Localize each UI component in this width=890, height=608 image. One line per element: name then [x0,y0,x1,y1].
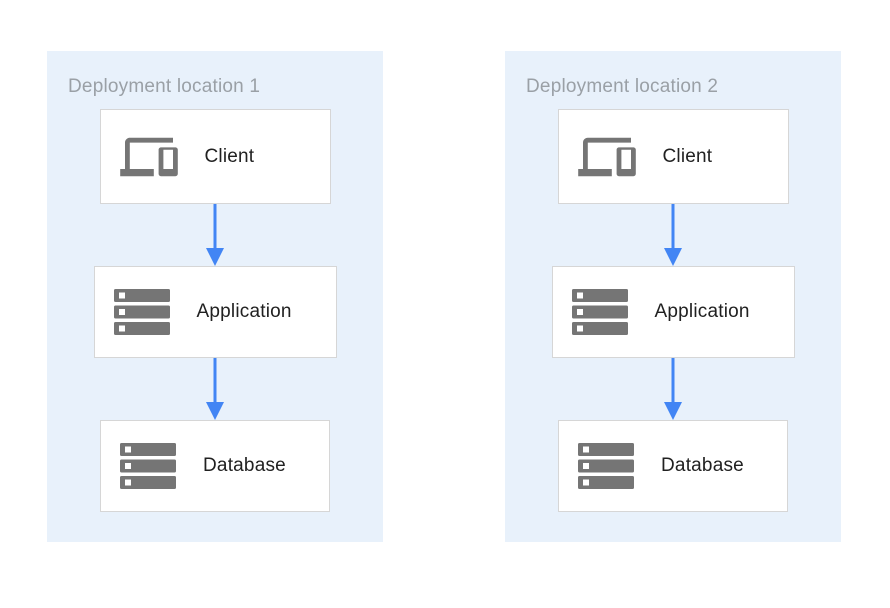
server-stack-icon [578,443,634,489]
arrow-down-icon [204,204,226,266]
devices-icon [119,133,178,181]
devices-icon [577,133,636,181]
node-label: Database [203,455,286,476]
server-stack-icon [113,289,170,335]
node-label: Application [654,301,750,322]
node-label: Client [662,145,713,167]
arrow-down-icon [662,204,684,266]
node-client: Client [557,109,789,204]
node-label: Database [661,455,744,476]
node-database: Database [558,420,788,512]
arrow-down-icon [204,358,226,420]
node-client: Client [99,109,331,204]
panel-title: Deployment location 1 [68,76,261,97]
server-stack-icon [120,443,176,489]
node-stack: Client [47,109,383,512]
panel-title: Deployment location 2 [526,76,719,97]
deployment-panel-2: Deployment location 2 Client [505,51,841,542]
server-stack-icon [571,289,628,335]
node-label: Client [204,145,255,167]
node-label: Application [196,301,292,322]
node-application: Application [551,266,795,358]
node-database: Database [100,420,330,512]
node-stack: Client [505,109,841,512]
arrow-down-icon [662,358,684,420]
node-application: Application [93,266,337,358]
deployment-panel-1: Deployment location 1 Client [47,51,383,542]
